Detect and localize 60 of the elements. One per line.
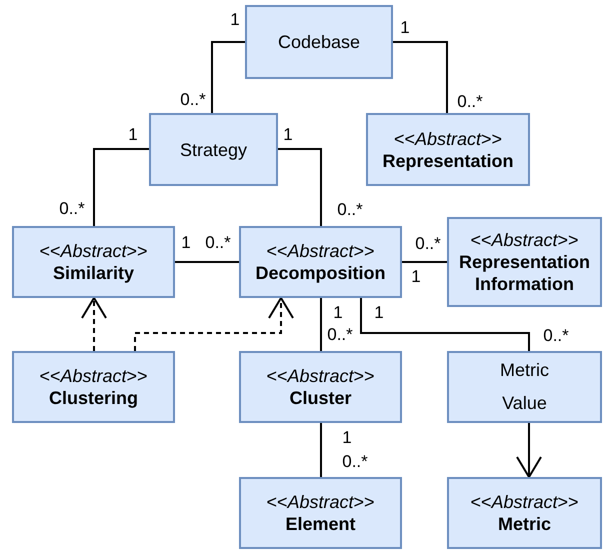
multiplicity-label: 1	[333, 303, 343, 323]
class-name: Decomposition	[255, 262, 386, 284]
stereotype-label: <<Abstract>>	[470, 491, 579, 513]
arrow	[134, 297, 294, 351]
association-line	[320, 298, 322, 351]
multiplicity-label: 1	[342, 428, 352, 448]
class-name: Clustering	[48, 387, 138, 409]
multiplicity-label: 0..*	[205, 233, 231, 253]
multiplicity-label: 1	[400, 18, 410, 38]
class-box	[239, 477, 402, 549]
class-name: Metric	[498, 513, 551, 535]
association-line	[393, 41, 448, 113]
multiplicity-label: 1	[374, 303, 384, 323]
class-box	[239, 351, 402, 423]
multiplicity-label: 0..*	[180, 90, 206, 110]
multiplicity-label: 0..*	[457, 92, 483, 112]
class-box	[447, 477, 602, 549]
class-name: Element	[285, 513, 356, 535]
association-line	[278, 148, 322, 226]
multiplicity-label: 1	[230, 10, 240, 30]
association-line	[93, 148, 149, 226]
class-box	[12, 226, 175, 298]
class-box	[149, 113, 278, 186]
class-box	[12, 351, 175, 423]
multiplicity-label: 0..*	[415, 234, 441, 254]
class-box	[245, 5, 393, 79]
class-name: Similarity	[52, 262, 134, 284]
association-line	[211, 41, 245, 113]
class-name: Strategy	[180, 138, 248, 160]
class-name: Representation	[382, 150, 514, 172]
multiplicity-label: 1	[181, 233, 191, 253]
arrow	[516, 423, 542, 478]
stereotype-label: <<Abstract>>	[266, 365, 375, 387]
stereotype-label: <<Abstract>>	[39, 365, 148, 387]
multiplicity-label: 0..*	[337, 200, 363, 220]
multiplicity-label: 0..*	[342, 452, 368, 472]
class-name: Representation Information	[458, 251, 592, 295]
multiplicity-label: 1	[283, 125, 293, 145]
class-box	[447, 217, 602, 307]
class-name: Cluster	[289, 387, 352, 409]
association-line	[360, 298, 530, 351]
stereotype-label: <<Abstract>>	[39, 240, 148, 262]
multiplicity-label: 1	[128, 125, 138, 145]
arrow	[81, 297, 107, 351]
stereotype-label: <<Abstract>>	[266, 240, 375, 262]
association-line	[175, 261, 239, 263]
multiplicity-label: 0..*	[59, 199, 85, 219]
stereotype-label: <<Abstract>>	[266, 491, 375, 513]
association-line	[320, 423, 322, 477]
association-line	[402, 261, 447, 263]
class-box	[447, 351, 602, 423]
class-name: Codebase	[278, 31, 360, 53]
multiplicity-label: 1	[411, 267, 421, 287]
class-box	[366, 113, 530, 186]
class-name: Metric Value	[499, 359, 550, 415]
class-box	[239, 226, 402, 298]
stereotype-label: <<Abstract>>	[470, 229, 579, 251]
stereotype-label: <<Abstract>>	[394, 128, 502, 150]
multiplicity-label: 0..*	[327, 325, 353, 345]
multiplicity-label: 0..*	[543, 326, 569, 346]
